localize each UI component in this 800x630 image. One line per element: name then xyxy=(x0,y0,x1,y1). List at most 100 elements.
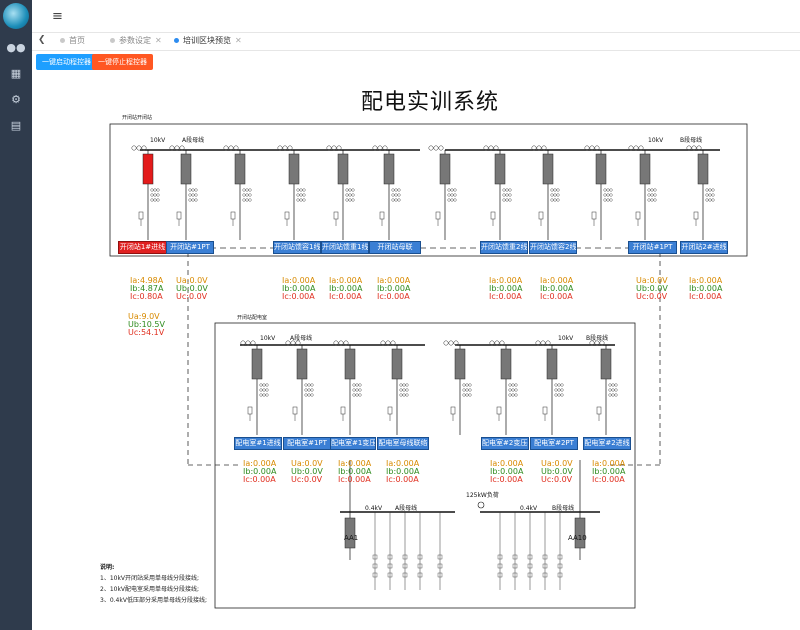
upper-voltage-left: 10kV xyxy=(150,137,166,144)
meter-a: Ua:0.0V xyxy=(176,276,208,285)
meter-a: Ia:0.00A xyxy=(377,276,411,285)
lv-feeder-switch xyxy=(557,554,563,560)
meter-b: Ib:0.00A xyxy=(338,467,372,476)
meter-c: Ic:0.00A xyxy=(490,475,523,484)
meter-b: Ib:4.87A xyxy=(130,284,164,293)
meter-b: Ib:0.00A xyxy=(540,284,574,293)
lv-feeder-switch xyxy=(497,563,503,569)
meter-c: Uc:54.1V xyxy=(128,328,165,337)
lv-bus-right-label: B段母线 xyxy=(552,504,574,512)
lv-bus-left-label: A段母线 xyxy=(395,504,417,512)
upper-bay-12 xyxy=(686,145,715,240)
upper-bay-9 xyxy=(531,145,560,240)
upper-bay-3 xyxy=(223,145,252,240)
tab-dot-icon xyxy=(110,38,115,43)
upper-voltage-right: 10kV xyxy=(648,137,664,144)
meter-c: Ic:0.00A xyxy=(338,475,371,484)
legend-line-2: 2、10kV配电室采用单母线分段接线; xyxy=(100,586,200,593)
meter-c: Ic:0.80A xyxy=(130,292,163,301)
upper-section-label: 开闭站开闭站 xyxy=(122,114,152,121)
start-all-button[interactable]: 一键启动程控器 xyxy=(36,54,97,70)
meter-b: Ub:0.0V xyxy=(291,467,323,476)
tab-params[interactable]: 参数设定 ✕ xyxy=(110,35,162,46)
bay-label-upper-5[interactable]: 开闭站母联 xyxy=(369,241,421,254)
lv-feeder-switch xyxy=(542,554,548,560)
lv-feeder-switch xyxy=(512,563,518,569)
bay-label-lower-6[interactable]: 配电室#2PT xyxy=(530,437,578,450)
bay-label-lower-2[interactable]: 配电室#1PT xyxy=(283,437,331,450)
upper-section-frame xyxy=(109,123,748,257)
top-header: ≡ xyxy=(32,0,800,33)
bay-label-upper-4[interactable]: 开闭站馈重1线 xyxy=(321,241,369,254)
meter-a: Ua:0.0V xyxy=(541,459,573,468)
tab-label: 参数设定 xyxy=(119,36,151,45)
tab-dot-icon xyxy=(174,38,179,43)
bay-label-upper-9[interactable]: 开闭站2#进线 xyxy=(680,241,728,254)
bay-label-lower-3[interactable]: 配电室#1变压器出 xyxy=(330,437,376,450)
lv-feeder-switch xyxy=(402,563,408,569)
meter-a: Ua:0.0V xyxy=(636,276,668,285)
lv-feeder-switch xyxy=(512,554,518,560)
lv-feeder-switch xyxy=(557,563,563,569)
gear-icon[interactable]: ⚙ xyxy=(11,92,21,106)
lv-feeder-switch xyxy=(372,572,378,578)
meter-a: Ia:0.00A xyxy=(338,459,372,468)
lower-bay-8 xyxy=(589,340,618,435)
upper-bay-8 xyxy=(483,145,512,240)
lower-bay-2 xyxy=(285,340,314,435)
bay-label-upper-3[interactable]: 开闭站馈容1线 xyxy=(273,241,321,254)
bay-label-lower-5[interactable]: 配电室#2变压器出 xyxy=(481,437,529,450)
tab-training-preview[interactable]: 培训区块预览 ✕ xyxy=(174,35,242,46)
lower-bus-left-label: A段母线 xyxy=(290,334,312,342)
users-icon[interactable]: ●● xyxy=(6,40,26,54)
meter-b: Ib:0.00A xyxy=(329,284,363,293)
lv-feeder-switch xyxy=(437,563,443,569)
close-icon[interactable]: ✕ xyxy=(155,36,162,45)
stop-all-button[interactable]: 一键停止程控器 xyxy=(92,54,153,70)
bay-label-upper-1[interactable]: 开闭站1#进线 xyxy=(118,241,167,254)
bay-label-lower-7[interactable]: 配电室#2进线 xyxy=(583,437,631,450)
lv-feeder-switch xyxy=(437,554,443,560)
meter-c: Ic:0.00A xyxy=(689,292,722,301)
legend: 说明: 1、10kV开闭站采用单母线分段接线; 2、10kV配电室采用单母线分段… xyxy=(100,562,207,606)
menu-toggle-icon[interactable]: ≡ xyxy=(52,9,63,24)
bay-label-upper-7[interactable]: 开闭站馈容2线 xyxy=(529,241,577,254)
tab-dot-icon xyxy=(60,38,65,43)
bay-label-lower-1[interactable]: 配电室#1进线 xyxy=(234,437,282,450)
grid-icon[interactable]: ▦ xyxy=(10,66,22,80)
meter-c: Uc:0.0V xyxy=(541,475,573,484)
meter-b: Ib:0.00A xyxy=(490,467,524,476)
upper-bay-2 xyxy=(169,145,198,240)
bay-label-upper-2[interactable]: 开闭站#1PT xyxy=(166,241,214,254)
tab-label: 培训区块预览 xyxy=(183,36,231,45)
lv-feeder-switch xyxy=(417,554,423,560)
bay-label-upper-6[interactable]: 开闭站馈重2线 xyxy=(480,241,528,254)
lv-voltage-left: 0.4kV xyxy=(365,505,383,512)
lv-feeder-switch xyxy=(512,572,518,578)
back-arrow-icon[interactable]: ❮ xyxy=(38,35,46,45)
meter-b: Ib:0.00A xyxy=(689,284,723,293)
upper-bay-1 xyxy=(131,145,160,240)
lv-feeder-switch xyxy=(527,563,533,569)
tab-home[interactable]: 首页 xyxy=(60,35,85,46)
bay-label-upper-8[interactable]: 开闭站#1PT xyxy=(628,241,677,254)
meter-a: Ia:0.00A xyxy=(689,276,723,285)
meter-a: Ia:0.00A xyxy=(540,276,574,285)
close-icon[interactable]: ✕ xyxy=(235,36,242,45)
upper-bay-7 xyxy=(428,145,457,240)
lv-feeder-switch xyxy=(497,554,503,560)
meter-b: Ib:0.00A xyxy=(386,467,420,476)
book-icon[interactable]: ▤ xyxy=(10,118,22,132)
bay-label-lower-4[interactable]: 配电室母线联络 xyxy=(377,437,429,450)
meter-a: Ia:0.00A xyxy=(592,459,626,468)
meter-c: Ic:0.00A xyxy=(592,475,625,484)
meter-b: Ub:0.0V xyxy=(636,284,668,293)
